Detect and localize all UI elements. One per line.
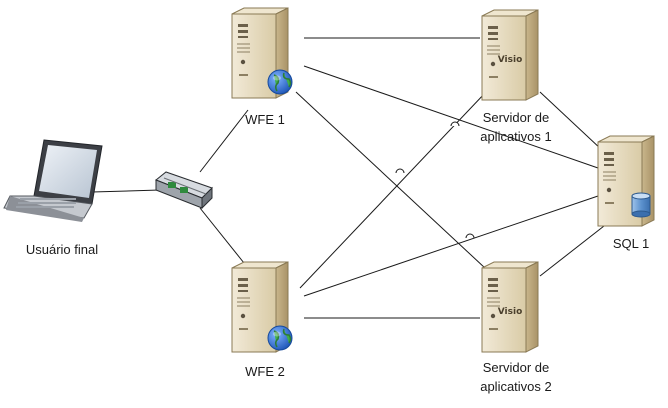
globe-icon <box>267 325 293 351</box>
link-router-wfe1 <box>199 109 249 173</box>
line-hop-icon <box>450 121 460 127</box>
app-server-2[interactable]: Visio <box>481 261 539 353</box>
link-wfe1-app2 <box>295 91 501 283</box>
wfe2-server[interactable] <box>231 261 293 353</box>
router-icon[interactable] <box>155 171 213 210</box>
server-tag-label: Visio <box>498 55 523 65</box>
link-router-wfe2 <box>199 207 249 269</box>
line-hop-icon <box>465 233 475 239</box>
database-icon <box>631 192 651 218</box>
connection-lines <box>91 37 605 319</box>
laptop-icon[interactable] <box>3 139 103 222</box>
link-user-router <box>91 189 161 193</box>
sql-server[interactable] <box>597 135 655 227</box>
sql1-label: SQL 1 <box>612 236 650 251</box>
link-app1-sql1 <box>539 91 603 151</box>
server-tag-label: Visio <box>498 307 523 317</box>
user-label: Usuário final <box>25 242 99 257</box>
link-wfe1-sql1 <box>303 65 599 169</box>
line-hop-icon <box>395 168 405 174</box>
app1-label-line1: Servidor de <box>482 110 550 125</box>
wfe1-server[interactable] <box>231 7 293 99</box>
app2-label-line2: aplicativos 2 <box>480 379 552 394</box>
globe-icon <box>267 69 293 95</box>
link-app2-sql1 <box>539 225 605 277</box>
wfe2-label: WFE 2 <box>245 364 285 379</box>
app1-label-line2: aplicativos 1 <box>480 129 552 144</box>
app-server-1[interactable]: Visio <box>481 9 539 101</box>
app2-label-line1: Servidor de <box>482 360 550 375</box>
link-wfe2-sql1 <box>303 195 599 297</box>
wfe1-label: WFE 1 <box>245 112 285 127</box>
